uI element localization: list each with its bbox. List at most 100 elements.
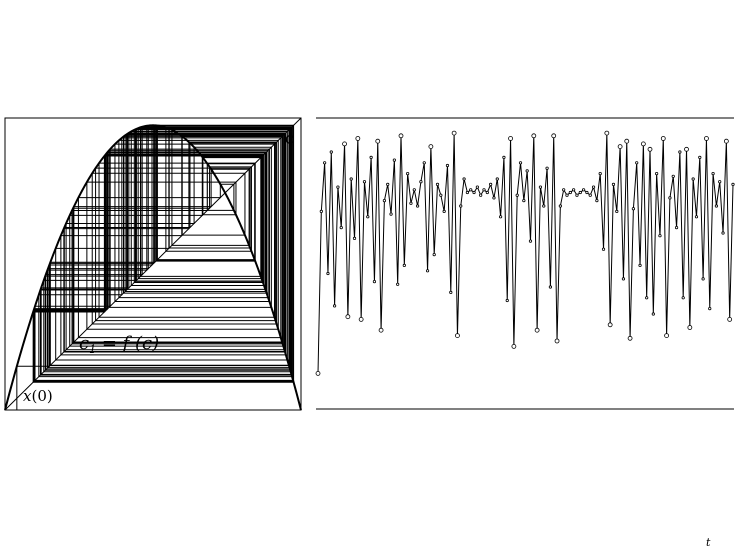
series-markers (315, 130, 735, 376)
series-point (545, 166, 549, 170)
series-point (505, 298, 509, 303)
series-point (508, 136, 513, 141)
series-point (531, 133, 537, 139)
series-point (660, 136, 666, 141)
series-point (389, 212, 393, 216)
series-point (691, 177, 695, 181)
series-point (595, 199, 599, 203)
series-point (671, 174, 675, 178)
series-point (711, 172, 715, 176)
series-point (607, 322, 613, 328)
series-point (498, 215, 503, 219)
series-point (664, 333, 669, 339)
series-point (378, 327, 384, 333)
series-point (658, 234, 662, 238)
series-point (415, 204, 420, 208)
label-x0-index: (0) (31, 387, 52, 405)
series-point (601, 247, 606, 251)
series-point (382, 199, 386, 203)
series-point (372, 279, 377, 284)
series-point (455, 333, 460, 339)
series-point (482, 188, 486, 192)
series-point (604, 130, 610, 136)
series-point (342, 141, 347, 147)
series-point (469, 188, 473, 192)
series-line (317, 133, 734, 374)
series-point (442, 209, 446, 213)
series-point (475, 185, 479, 189)
label-x0: x(0) (23, 387, 53, 405)
series-point (402, 263, 406, 267)
series-point (492, 196, 496, 200)
series-point (451, 130, 457, 136)
series-point (349, 177, 353, 181)
series-point (617, 144, 623, 150)
series-point (386, 182, 390, 186)
series-point (432, 253, 436, 257)
series-point (396, 282, 400, 286)
series-point (315, 370, 321, 376)
series-point (398, 133, 404, 139)
label-c1-formula: = f (c) (96, 333, 159, 354)
series-point (355, 136, 361, 141)
label-t: t (706, 536, 711, 549)
series-point (326, 271, 330, 276)
map-parabola (4, 124, 302, 411)
series-point (352, 236, 357, 240)
label-c1: c1 = f (c) (79, 333, 159, 356)
series-point (638, 263, 642, 267)
series-point (511, 343, 517, 349)
series-point (425, 269, 430, 273)
series-point (591, 185, 596, 189)
series-point (362, 180, 367, 184)
series-point (674, 226, 679, 230)
series-point (558, 204, 562, 208)
series-point (615, 209, 619, 213)
series-point (694, 215, 699, 219)
series-point (718, 180, 722, 184)
series-point (554, 338, 560, 344)
series-point (435, 182, 440, 186)
series-point (422, 161, 426, 165)
series-point (412, 188, 416, 192)
series-point (698, 155, 702, 159)
series-point (621, 277, 626, 281)
series-point (439, 193, 443, 197)
series-point (336, 185, 340, 189)
series-point (575, 193, 579, 197)
series-point (479, 193, 483, 197)
series-point (485, 190, 489, 195)
series-point (655, 172, 659, 176)
series-point (678, 150, 682, 154)
series-point (598, 172, 602, 176)
series-point (366, 215, 370, 219)
series-point (611, 182, 616, 186)
cobweb-lines (16, 124, 295, 410)
series-point (522, 199, 526, 203)
cobweb-panel: c c1 = f (c) x(0) (4, 117, 302, 411)
series-point (681, 296, 685, 300)
series-point (704, 136, 709, 141)
series-point (578, 190, 582, 195)
series-point (392, 158, 396, 162)
series-point (534, 327, 540, 333)
label-x0-symbol: x (23, 387, 32, 405)
label-c1-symbol: c (79, 333, 89, 354)
label-c: c (285, 129, 295, 149)
series-point (332, 304, 337, 308)
series-point (518, 161, 523, 165)
cobweb-path (16, 124, 295, 410)
series-point (472, 190, 476, 195)
series-point (551, 133, 557, 139)
series-point (525, 169, 529, 173)
series-point (409, 201, 413, 205)
series-point (651, 312, 655, 316)
series-point (449, 290, 453, 294)
series-point (624, 138, 630, 144)
series-point (445, 163, 450, 168)
series-point (708, 306, 712, 311)
series-point (721, 231, 725, 235)
series-point (668, 196, 672, 200)
series-point (562, 188, 566, 192)
series-point (631, 207, 636, 211)
